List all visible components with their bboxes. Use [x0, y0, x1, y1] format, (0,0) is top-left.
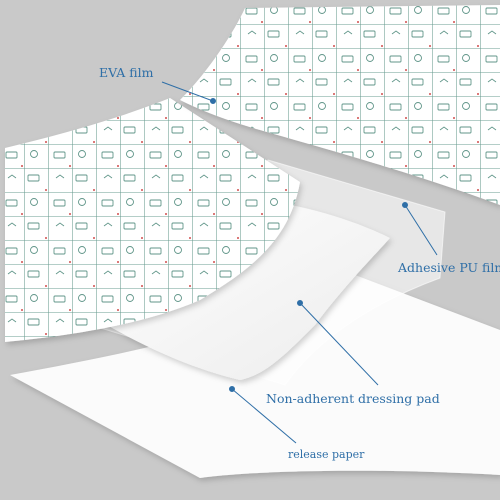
leader-lines	[161, 81, 438, 444]
leader-dot-icon	[297, 300, 303, 306]
label-adhesive-pu-film: Adhesive PU film	[397, 260, 500, 275]
label-eva-film: EVA film	[99, 65, 154, 80]
dressing-pad-layer	[95, 200, 390, 380]
release-paper-layer	[10, 275, 500, 478]
pad-leader-line	[299, 302, 379, 386]
label-non-adherent-pad: Non-adherent dressing pad	[266, 391, 440, 406]
label-release-paper: release paper	[288, 448, 365, 461]
leader-dot-icon	[210, 98, 216, 104]
leader-dot-icon	[229, 386, 235, 392]
paper-leader-line	[231, 388, 297, 444]
leader-dot-icon	[402, 202, 408, 208]
pu-leader-line	[404, 204, 438, 256]
lower-printed-film	[5, 98, 300, 342]
eva-film-layer	[180, 5, 500, 205]
eva-leader-line	[161, 81, 214, 102]
